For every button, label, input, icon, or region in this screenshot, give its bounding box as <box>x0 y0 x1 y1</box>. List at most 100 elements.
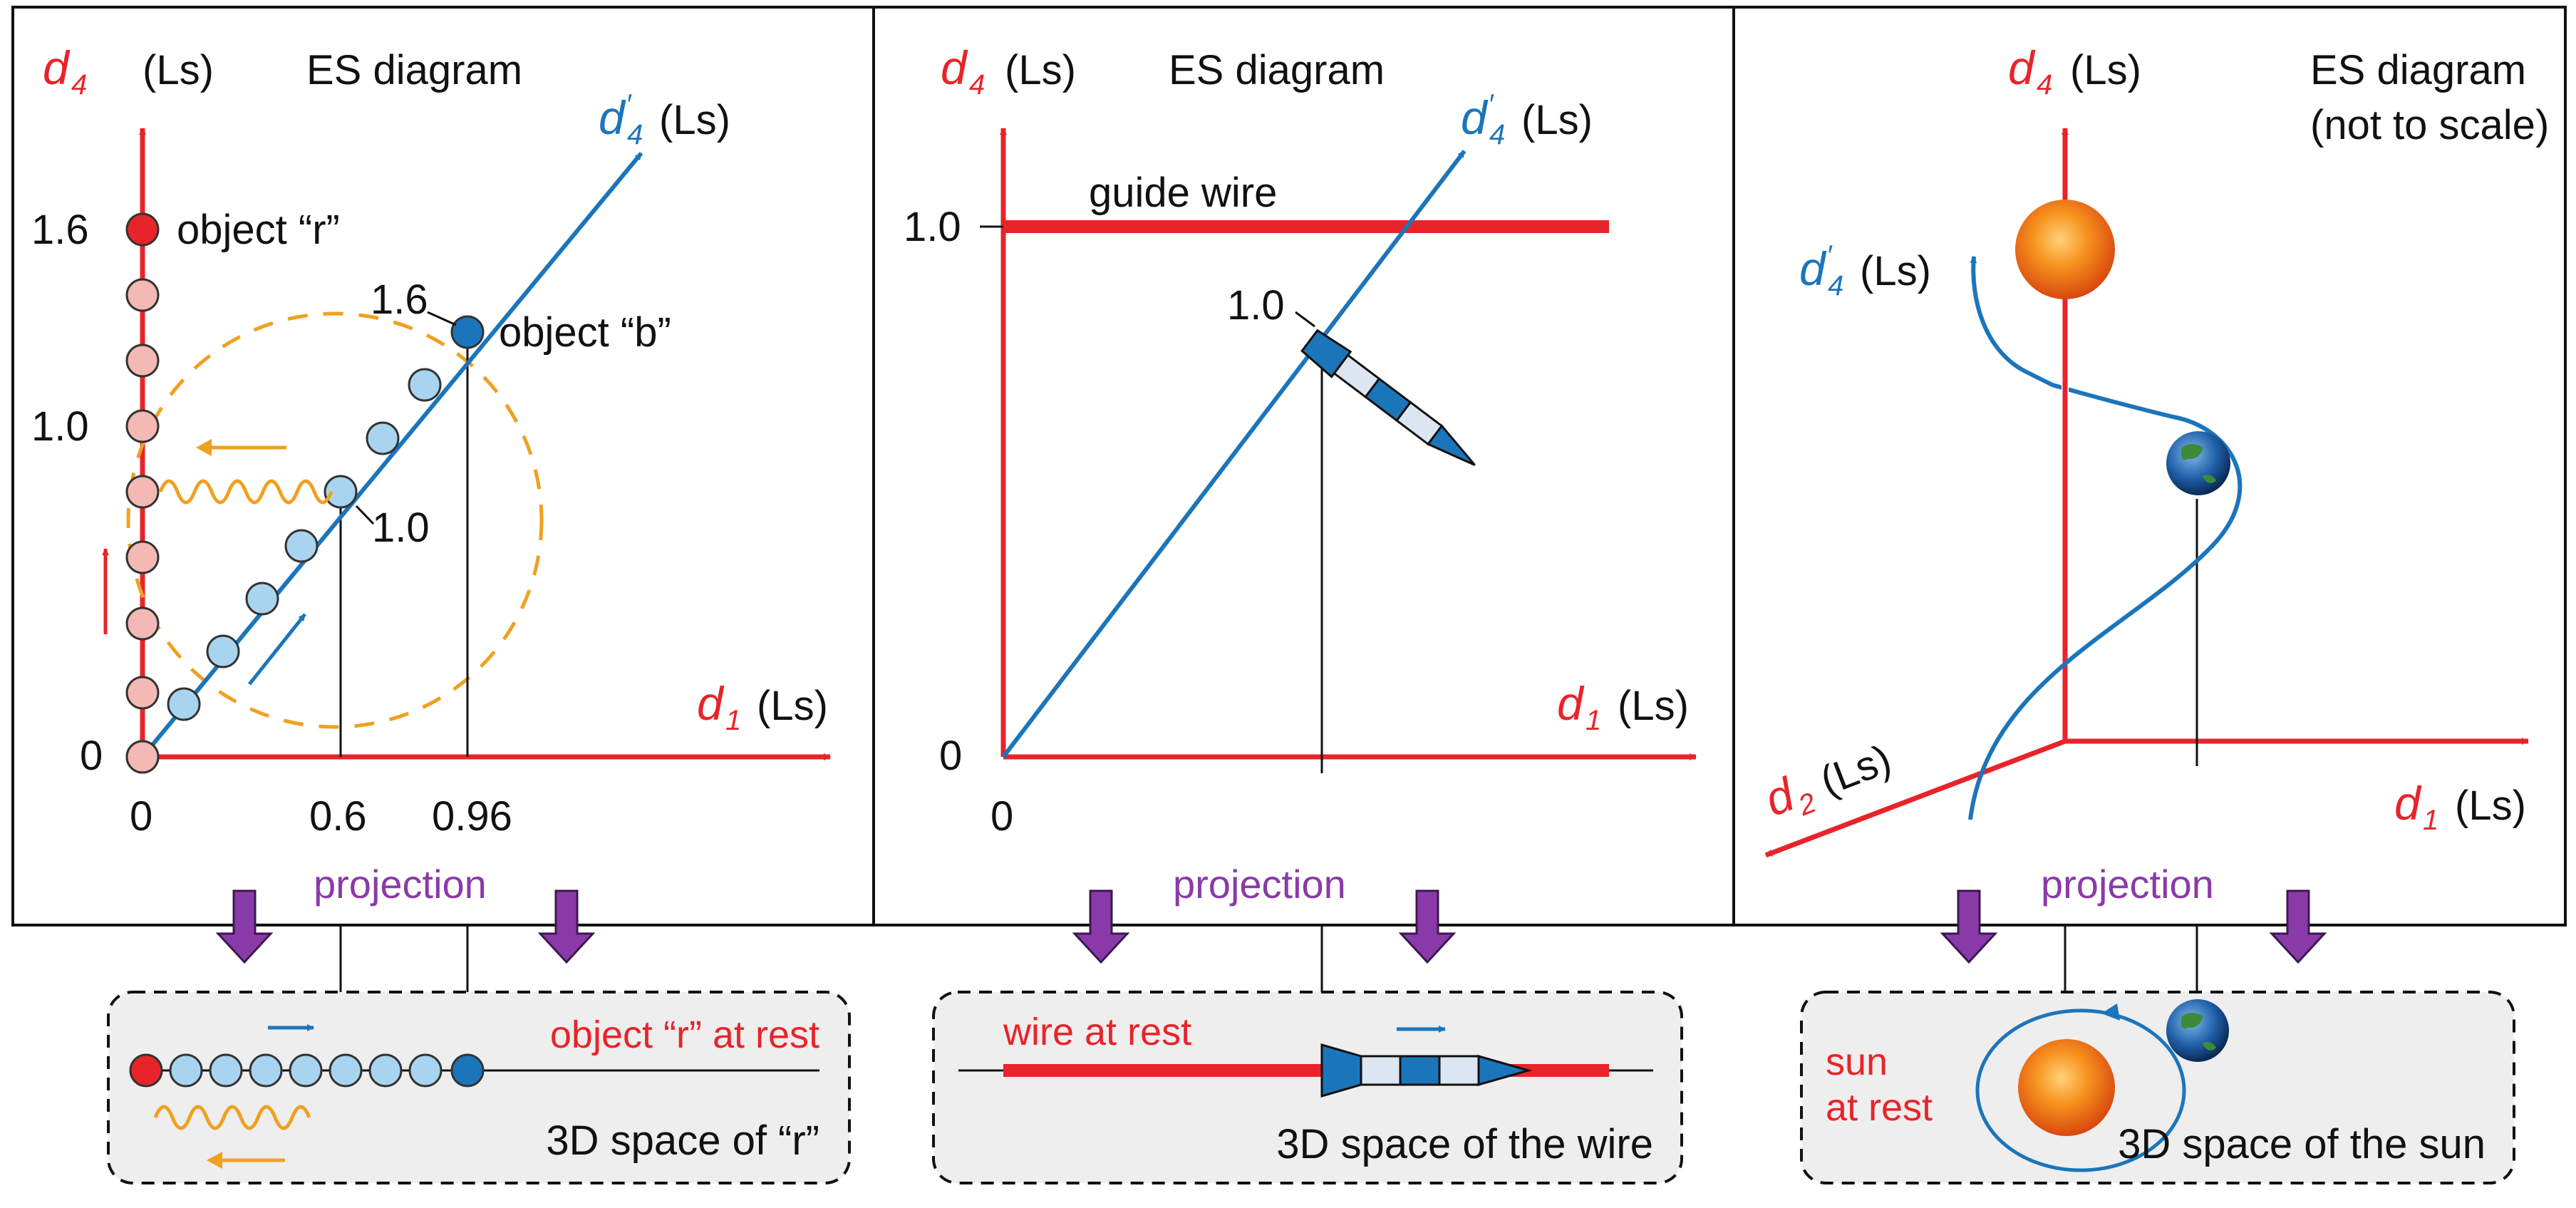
p3-d1-subscript: 1 <box>2423 805 2438 836</box>
projection-arrow-2b <box>1398 889 1457 964</box>
b-dot-5 <box>324 475 358 509</box>
b-dot-3 <box>245 582 279 616</box>
r-dot-3 <box>125 540 160 574</box>
p3-d4-prime-unit: (Ls) <box>1860 248 1931 294</box>
projection-arrow-3a <box>1940 889 1998 964</box>
p2-d4-symbol: d <box>941 41 968 94</box>
box2-red-text: wire at rest <box>1003 1011 1191 1053</box>
panel2-projection-label: projection <box>1173 862 1346 907</box>
d1-axis-symbol: d <box>697 677 725 730</box>
p2-d4-prime-subscript: 4 <box>1489 119 1505 150</box>
rocket-icon <box>1320 1043 1533 1098</box>
b-dot-4 <box>284 529 319 563</box>
p2-d4-unit: (Ls) <box>1005 47 1076 93</box>
p2-d4-prime-mark: ′ <box>1488 89 1494 120</box>
projection-arrow-1a <box>215 889 274 964</box>
projection-arrows <box>215 889 2327 964</box>
panel-2: d 4 (Ls) ES diagram d 4 ′ (Ls) d 1 (Ls) … <box>904 41 1697 907</box>
p2-x-tick-0: 0 <box>990 793 1013 840</box>
object-b-label: object “b” <box>499 309 671 356</box>
panels-frame <box>11 6 2567 926</box>
p2-d4-prime-unit: (Ls) <box>1521 97 1593 143</box>
p2-d1-subscript: 1 <box>1586 705 1601 736</box>
r-dot-4 <box>125 475 160 509</box>
p3-d4-unit: (Ls) <box>2070 47 2141 93</box>
sun-icon <box>2018 1039 2115 1136</box>
p2-d1-symbol: d <box>1557 677 1585 730</box>
b-motion-arrow <box>248 613 306 686</box>
p2-d4-prime-symbol: d <box>1461 91 1489 144</box>
b-tick-1-0: 1.0 <box>372 505 430 551</box>
rocket-icon <box>1300 329 1476 466</box>
panel1-title: ES diagram <box>306 47 522 93</box>
space-box-2: wire at rest 3D space of the wire <box>932 991 1683 1184</box>
d4-prime-symbol: d <box>599 91 626 144</box>
d4-axis-symbol: d <box>43 41 71 94</box>
space-box-3: sun at rest 3D space of the sun <box>1800 991 2515 1184</box>
object-b-dots <box>125 315 485 774</box>
p2-d4-subscript: 4 <box>969 69 985 100</box>
earth-worldline <box>1968 256 2243 820</box>
b-dot-7 <box>408 368 442 402</box>
panel1-projection-label: projection <box>314 862 487 907</box>
b-dot-6 <box>366 421 400 455</box>
box2-black-text: 3D space of the wire <box>1276 1121 1653 1167</box>
r-dot-7 <box>125 278 160 312</box>
d4-prime-subscript: 4 <box>627 119 643 150</box>
panel3-projection-label: projection <box>2041 862 2214 907</box>
sun-icon <box>2015 200 2115 299</box>
p3-d4-subscript: 4 <box>2037 69 2052 100</box>
r-dot-5 <box>125 409 160 443</box>
panel3-subtitle: (not to scale) <box>2310 102 2549 148</box>
space-box-1: object “r” at rest 3D space of “r” <box>107 991 851 1184</box>
d4-prime-mark: ′ <box>626 89 632 120</box>
panel2-title: ES diagram <box>1169 47 1385 93</box>
panel-3: d 4 (Ls) ES diagram (not to scale) d 4 ′… <box>1757 41 2549 907</box>
d4-axis-subscript: 4 <box>71 69 87 100</box>
b-dot-1 <box>167 687 201 721</box>
p2-y-tick-0: 0 <box>939 733 962 779</box>
light-wave <box>158 479 333 505</box>
r-dot-6 <box>125 344 160 378</box>
b-dot-0 <box>125 740 160 774</box>
p3-d4-prime-subscript: 4 <box>1828 270 1843 301</box>
object-r-dots <box>125 212 160 774</box>
p3-d2-axis <box>1764 738 2067 858</box>
b-dot-8 <box>450 315 485 349</box>
p3-d4-symbol: d <box>2008 41 2036 94</box>
earth-icon <box>2166 431 2230 495</box>
box1-red-text: object “r” at rest <box>550 1013 819 1056</box>
panel3-title: ES diagram <box>2310 47 2526 93</box>
p3-d1-symbol: d <box>2394 777 2422 830</box>
r-dot-8 <box>125 212 160 247</box>
box3-red-line1: sun <box>1826 1041 1888 1083</box>
guide-wire-label: guide wire <box>1089 170 1277 216</box>
p3-d4-prime-mark: ′ <box>1826 240 1833 272</box>
x-tick-0-96: 0.96 <box>432 793 512 840</box>
y-tick-1-0: 1.0 <box>31 403 89 450</box>
r-dot-2 <box>125 606 160 641</box>
r-dot-1 <box>125 676 160 710</box>
x-tick-0: 0 <box>130 793 152 840</box>
box3-red-line2: at rest <box>1826 1086 1933 1129</box>
p2-y-tick-1-0: 1.0 <box>904 204 961 250</box>
p2-d4-prime-axis <box>1001 150 1467 758</box>
y-tick-0: 0 <box>80 733 103 779</box>
rocket-tick-1-0: 1.0 <box>1227 282 1285 329</box>
d4-axis-unit: (Ls) <box>143 47 214 93</box>
object-r-label: object “r” <box>177 207 340 253</box>
light-wavefront-circle <box>126 311 544 729</box>
projection-arrow-3b <box>2269 889 2327 964</box>
d1-axis-unit: (Ls) <box>757 683 828 729</box>
box1-black-text: 3D space of “r” <box>546 1117 819 1164</box>
projection-arrow-1b <box>537 889 596 964</box>
wave-arrow-head <box>196 439 212 456</box>
box3-black-text: 3D space of the sun <box>2118 1121 2486 1167</box>
panel-1: d 4 (Ls) ES diagram d 4 ′ (Ls) d 1 (Ls) … <box>31 41 831 907</box>
projection-arrow-2a <box>1072 889 1130 964</box>
earth-icon <box>2166 999 2229 1062</box>
y-tick-1-6: 1.6 <box>31 207 89 253</box>
p3-d4-prime-symbol: d <box>1799 242 1827 295</box>
d4-prime-unit: (Ls) <box>659 97 730 143</box>
